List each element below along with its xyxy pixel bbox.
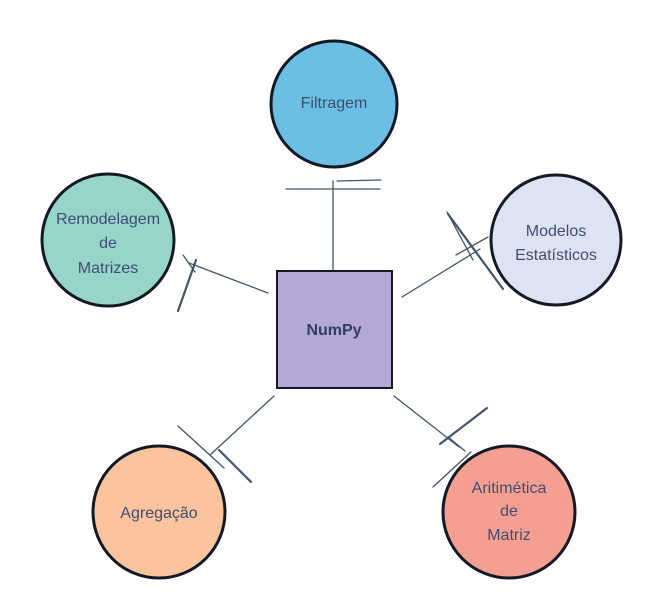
node-aritmetica-label-line-3: Matriz <box>487 527 531 544</box>
node-modelos-estatisticos: Modelos Estatísticos <box>489 173 623 307</box>
connector-remodelagem <box>176 254 269 313</box>
node-modelos-estatisticos-label-line-2: Estatísticos <box>515 247 597 264</box>
node-aritmetica-de-matriz: Aritimética de Matriz <box>441 444 577 580</box>
node-aritmetica-label-line-1: Aritimética <box>472 480 547 497</box>
center-node-numpy: NumPy <box>276 270 393 389</box>
node-remodelagem-label-line-1: Remodelagem <box>56 211 160 228</box>
node-modelos-estatisticos-label-line-1: Modelos <box>526 223 586 240</box>
node-modelos-estatisticos-circle <box>489 173 623 307</box>
node-remodelagem-de-matrizes: Remodelagem de Matrizes <box>40 172 176 308</box>
node-agregacao-label: Agregação <box>120 505 197 522</box>
node-filtragem-label: Filtragem <box>301 95 368 112</box>
node-filtragem: Filtragem <box>269 39 399 169</box>
node-aritmetica-label-line-2: de <box>500 503 518 520</box>
node-agregacao: Agregação <box>91 444 227 580</box>
connector-filtragem <box>285 179 382 272</box>
node-remodelagem-label-line-3: Matrizes <box>78 260 138 277</box>
center-node-label: NumPy <box>306 322 361 339</box>
connector-agregacao <box>177 395 275 484</box>
node-aritmetica-de-matriz-circle <box>441 444 577 580</box>
node-agregacao-circle <box>91 444 227 580</box>
node-filtragem-circle <box>269 39 399 169</box>
node-remodelagem-circle <box>40 172 176 308</box>
node-remodelagem-label-line-2: de <box>99 235 117 252</box>
connectors <box>176 179 505 488</box>
connector-aritmetica-de-matriz <box>393 395 489 488</box>
connector-modelos-estatisticos <box>401 211 505 298</box>
center-node-box <box>276 270 393 389</box>
